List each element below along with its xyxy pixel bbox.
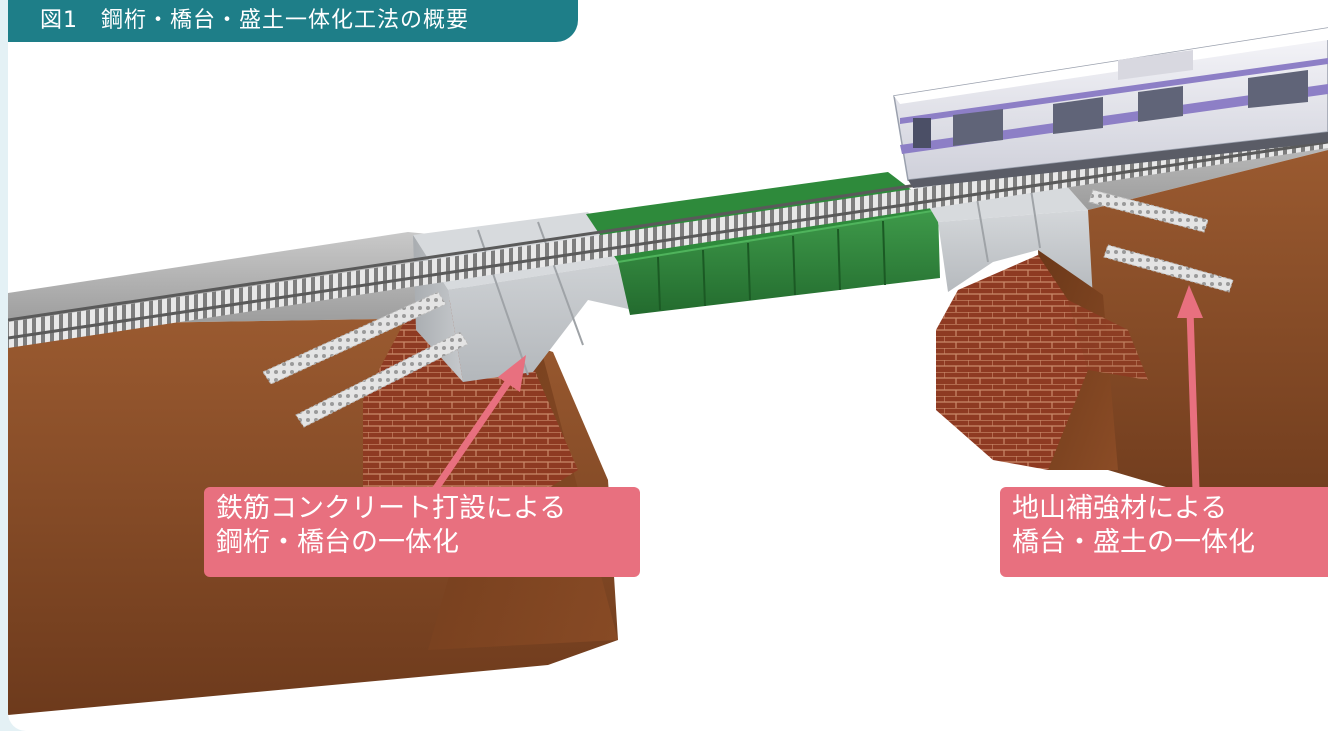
figure-frame: 図1 鋼桁・橋台・盛土一体化工法の概要 鉄筋コンクリート打設による 鋼桁・橋台の… bbox=[8, 0, 1328, 731]
girder-stiffeners bbox=[657, 220, 886, 311]
train bbox=[893, 27, 1328, 188]
bridge-diagram bbox=[8, 27, 1328, 715]
right-abutment-brick bbox=[936, 255, 1088, 470]
steel-girder-front bbox=[618, 210, 940, 315]
left-concrete-front bbox=[413, 235, 633, 382]
callout-rc-girder-abutment: 鉄筋コンクリート打設による 鋼桁・橋台の一体化 bbox=[204, 487, 640, 577]
callout-line: 鉄筋コンクリート打設による bbox=[216, 493, 567, 524]
right-callout-arrow bbox=[1177, 285, 1203, 491]
right-ground-anchors bbox=[1088, 189, 1234, 293]
left-callout-arrow bbox=[425, 355, 526, 502]
right-abutment-brick-side bbox=[1068, 300, 1148, 380]
callout-line: 鋼桁・橋台の一体化 bbox=[216, 527, 459, 558]
right-embankment-soil bbox=[1088, 150, 1328, 540]
callout-ground-reinforcement: 地山補強材による 橋台・盛土の一体化 bbox=[1000, 487, 1328, 577]
left-ground-anchors bbox=[262, 291, 469, 428]
callout-line: 地山補強材による bbox=[1012, 493, 1228, 524]
callout-line: 橋台・盛土の一体化 bbox=[1012, 527, 1255, 558]
figure-title: 図1 鋼桁・橋台・盛土一体化工法の概要 bbox=[8, 0, 578, 42]
left-concrete-joint bbox=[537, 221, 584, 346]
track-sleepers bbox=[8, 128, 1328, 348]
